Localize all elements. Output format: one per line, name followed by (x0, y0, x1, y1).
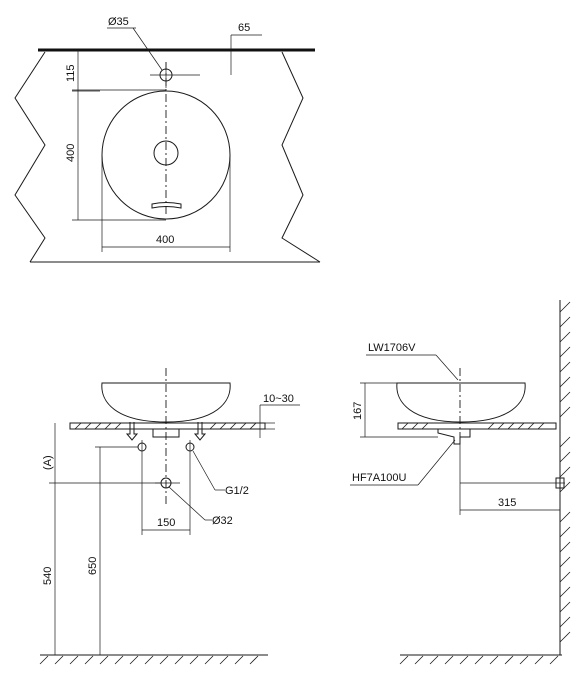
thread-leader (192, 450, 216, 491)
basin-model-leader (435, 354, 459, 381)
overflow-slot (151, 202, 182, 209)
side-view: LW1706V 167 HF7A100U 315 (350, 300, 571, 665)
hole-diameter-leader (132, 27, 163, 71)
front-counter-hatch (74, 422, 257, 430)
thread-label: G1/2 (225, 485, 249, 497)
front-view: 10~30 (A) 540 650 150 G1/2 Ø32 (39, 368, 300, 665)
basin-depth-label: 400 (65, 144, 77, 162)
drain-model-label: HF7A100U (352, 472, 406, 484)
pipe-spacing-label: 150 (157, 517, 175, 529)
offset-right-label: 65 (238, 22, 250, 34)
thickness-label: 10~30 (263, 393, 294, 405)
offset-top-label: 115 (65, 64, 77, 82)
height-540-label: 540 (42, 567, 54, 585)
drain-dia-leader (168, 486, 206, 521)
hole-diameter-label: Ø35 (108, 16, 129, 28)
basin-width-label: 400 (156, 234, 174, 246)
basin-height-label: 167 (352, 402, 364, 420)
front-mount-pin-left (125, 422, 139, 441)
height-650-label: 650 (87, 557, 99, 575)
front-counter-slab (69, 422, 266, 430)
side-basin-bowl (396, 382, 526, 423)
side-wall-hatch (559, 301, 571, 643)
drain-model-leader (417, 439, 456, 486)
side-floor-hatch (399, 655, 559, 665)
top-view: Ø35 65 115 400 400 (14, 16, 321, 263)
front-drain-body (152, 428, 180, 438)
basin-model-label: LW1706V (368, 342, 416, 354)
var-a-label: (A) (42, 455, 54, 470)
counter-outline-left (14, 51, 46, 263)
drain-diameter-label: Ø32 (212, 515, 233, 527)
front-floor-hatch (39, 655, 259, 665)
side-counter-slab (397, 422, 557, 430)
counter-outline-right (281, 51, 321, 263)
wall-distance-label: 315 (498, 497, 516, 509)
side-counter-hatch (401, 422, 545, 430)
front-mount-pin-right (193, 422, 207, 441)
